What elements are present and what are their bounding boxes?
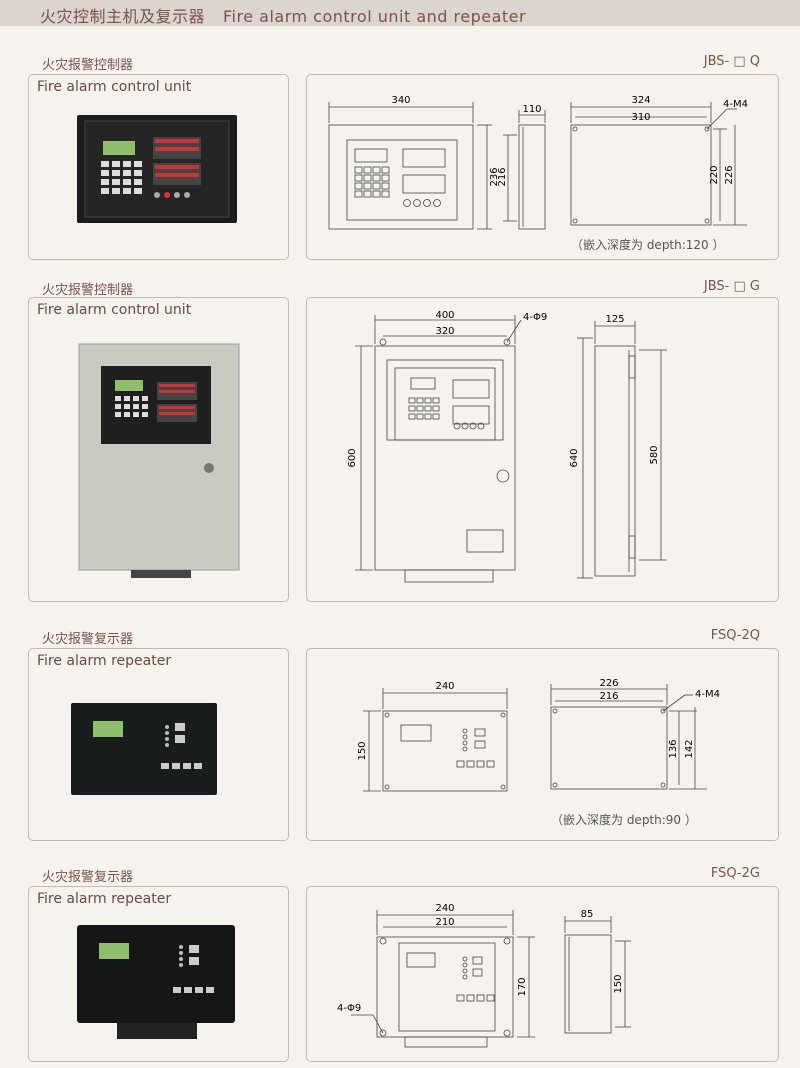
section-3-drawing: 240 226 216 4-M4 150 136 142 — [357, 678, 720, 792]
section-3-drawing-box: 240 226 216 4-M4 150 136 142 （嵌入深度为 dept… — [306, 648, 779, 841]
control-unit-photo — [77, 115, 237, 223]
dim-side-height: 216 — [497, 167, 508, 186]
dim-depth: 85 — [581, 909, 594, 920]
section-3-photo-box: Fire alarm repeater — [28, 648, 289, 841]
dim-hole-width: 210 — [435, 917, 454, 928]
dim-width: 340 — [391, 95, 410, 106]
dim-back-height-b: 142 — [684, 739, 695, 758]
section-3-label: 火灾报警复示器 — [42, 632, 134, 647]
title-cn: 火灾控制主机及复示器 — [40, 7, 206, 26]
section-4-label: 火灾报警复示器 — [42, 870, 134, 885]
section-1-title-en: Fire alarm control unit — [37, 79, 192, 95]
section-1-drawing-box: 340 110 324 310 4-M4 236 216 220 226 （嵌入… — [306, 74, 779, 260]
dim-side-height: 150 — [613, 974, 624, 993]
control-cabinet-photo — [78, 343, 240, 578]
dim-back-height-b: 226 — [724, 165, 735, 184]
section-2-title-en: Fire alarm control unit — [37, 302, 192, 318]
dim-screw: 4-Φ9 — [337, 1003, 361, 1014]
dim-back-height-a: 136 — [668, 739, 679, 758]
dim-side-inner-height: 580 — [649, 445, 660, 464]
dim-front-height: 150 — [357, 741, 368, 760]
section-3-model: FSQ-2Q — [710, 628, 760, 643]
repeater-photo — [71, 703, 217, 795]
section-4-drawing: 240 210 85 4-Φ9 170 150 — [337, 903, 631, 1048]
section-1-photo-box: Fire alarm control unit — [28, 74, 289, 260]
section-3-title-en: Fire alarm repeater — [37, 653, 172, 669]
title-en: Fire alarm control unit and repeater — [223, 7, 527, 26]
section-4-photo-box: Fire alarm repeater — [28, 886, 289, 1062]
dim-hole-width: 216 — [599, 691, 618, 702]
repeater-box-photo — [77, 925, 235, 1039]
dim-depth: 125 — [605, 314, 624, 325]
dim-back-width: 324 — [631, 95, 650, 106]
dim-width: 240 — [435, 681, 454, 692]
dim-side-height: 640 — [569, 448, 580, 467]
dim-screw: 4-Φ9 — [523, 312, 547, 323]
section-4-title-en: Fire alarm repeater — [37, 891, 172, 907]
dim-width: 400 — [435, 310, 454, 321]
section-4-model: FSQ-2G — [710, 866, 760, 881]
section-1-model: JBS- □ Q — [703, 54, 760, 69]
section-2-drawing: 400 320 4-Φ9 125 600 640 580 — [347, 310, 667, 583]
page-title: 火灾控制主机及复示器 Fire alarm control unit and re… — [40, 3, 526, 27]
dim-screw: 4-M4 — [695, 689, 720, 700]
section-2-drawing-box: 400 320 4-Φ9 125 600 640 580 — [306, 297, 779, 602]
dim-front-height: 170 — [517, 977, 528, 996]
dim-depth: 110 — [522, 104, 541, 115]
dim-back-width: 226 — [599, 678, 618, 689]
section-1-drawing: 340 110 324 310 4-M4 236 216 220 226 — [328, 95, 748, 230]
header-bar: 火灾控制主机及复示器 Fire alarm control unit and re… — [0, 0, 800, 26]
dim-front-height: 600 — [347, 448, 358, 467]
dim-hole-width: 320 — [435, 326, 454, 337]
dim-hole-width: 310 — [631, 112, 650, 123]
dim-width: 240 — [435, 903, 454, 914]
section-2-label: 火灾报警控制器 — [42, 283, 134, 298]
section-2-photo-box: Fire alarm control unit — [28, 297, 289, 602]
section-2-model: JBS- □ G — [703, 279, 760, 294]
section-4-drawing-box: 240 210 85 4-Φ9 170 150 — [306, 886, 779, 1062]
dim-back-height-a: 220 — [709, 165, 720, 184]
dim-front-height: 236 — [489, 167, 500, 186]
dim-screw: 4-M4 — [723, 99, 748, 110]
section-3-depth-note: （嵌入深度为 depth:90 ） — [551, 813, 697, 827]
section-1-depth-note: （嵌入深度为 depth:120 ） — [571, 238, 725, 252]
section-1-label: 火灾报警控制器 — [42, 58, 134, 73]
